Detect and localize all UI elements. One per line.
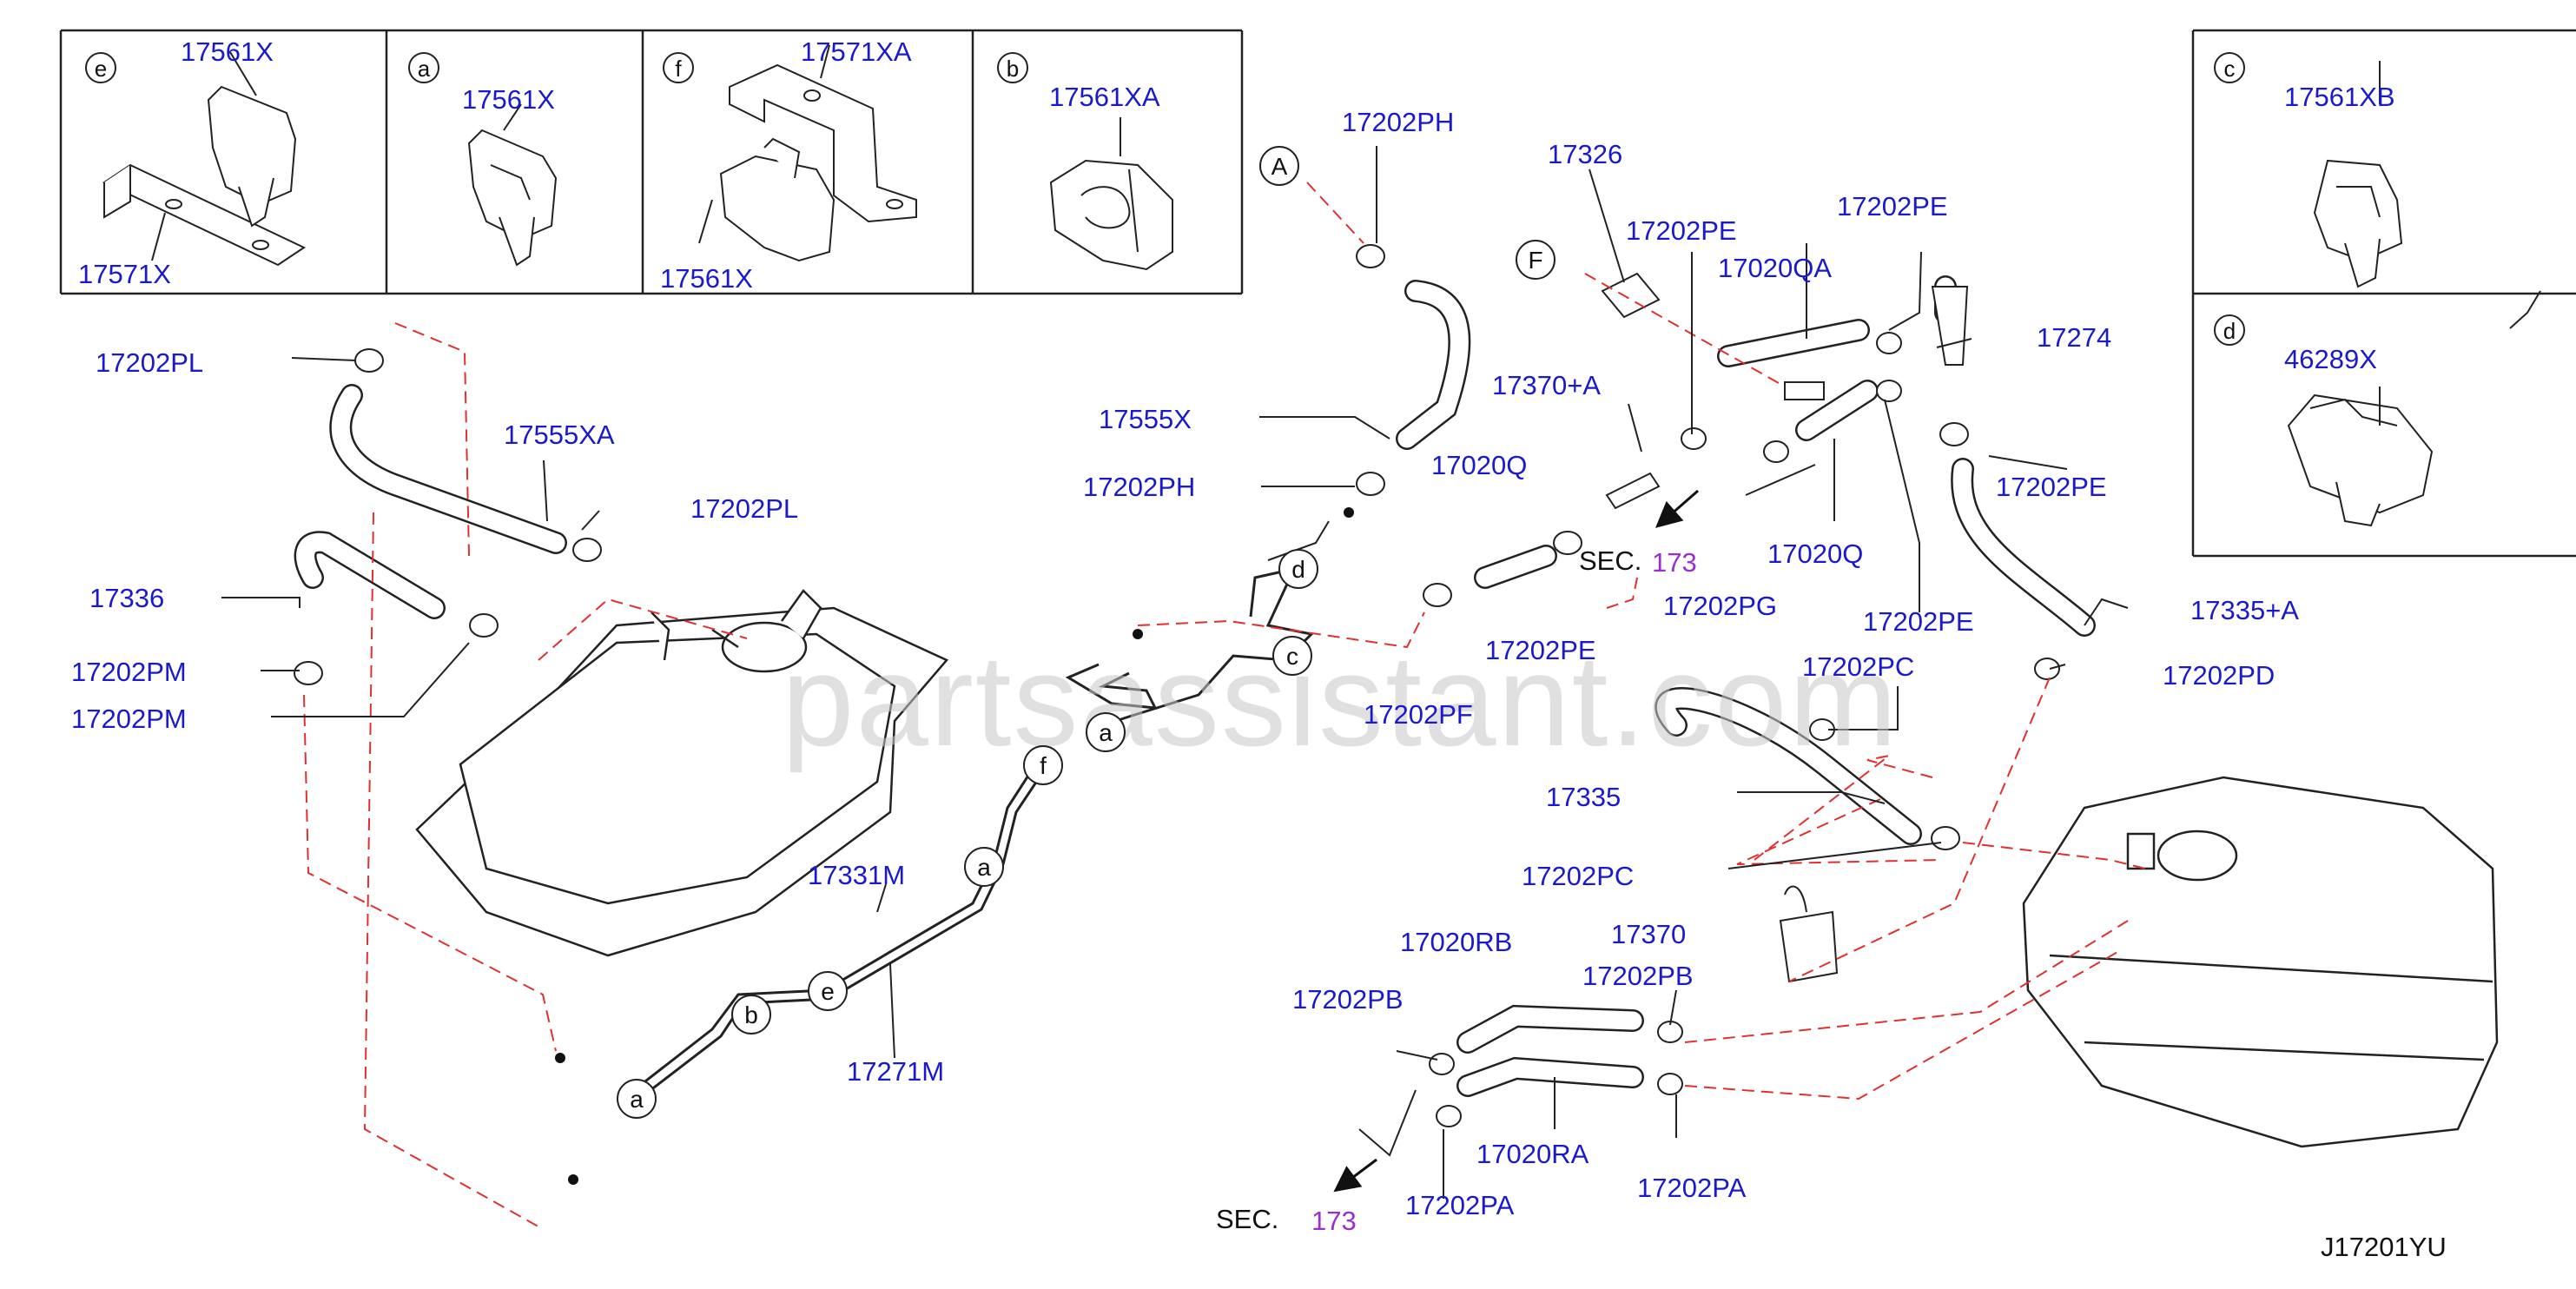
section-arrows bbox=[1333, 489, 1699, 1193]
legend-letter-f: f bbox=[663, 52, 694, 83]
part-label: 17274 bbox=[2037, 322, 2112, 353]
routing-letter: a bbox=[1086, 712, 1126, 752]
part-label: 17020RA bbox=[1476, 1139, 1589, 1169]
section-ref-link[interactable]: 173 bbox=[1311, 1206, 1357, 1236]
legend-letter-b: b bbox=[997, 52, 1028, 83]
legend-letter-c: c bbox=[2214, 52, 2245, 83]
part-label: 17202PD bbox=[2163, 660, 2275, 691]
routing-letter: f bbox=[1023, 745, 1063, 785]
diagram-id: J17201YU bbox=[2321, 1232, 2447, 1262]
junction-dots bbox=[555, 507, 1354, 1185]
leader-lines bbox=[151, 44, 2541, 1199]
legend-letter-e: e bbox=[85, 52, 116, 83]
clip-e-icon bbox=[102, 85, 307, 267]
part-label: 17326 bbox=[1548, 139, 1623, 169]
dashed-links bbox=[303, 182, 2146, 1230]
part-label: 17020RB bbox=[1400, 927, 1513, 957]
clip-a-icon bbox=[467, 129, 558, 267]
part-label: 17331M bbox=[808, 860, 906, 890]
legend-part-label: 17571X bbox=[78, 259, 171, 289]
routing-letter: a bbox=[964, 847, 1004, 887]
legend-part-label: 17561X bbox=[462, 84, 555, 115]
part-label: 17202PB bbox=[1582, 961, 1694, 991]
part-label: 17020Q bbox=[1431, 450, 1528, 480]
hoses-inner bbox=[296, 277, 2094, 1095]
ref-marker-f: F bbox=[1516, 240, 1556, 280]
part-label: 17202PB bbox=[1292, 984, 1404, 1015]
ref-marker-a: A bbox=[1259, 146, 1299, 186]
part-label: 17335+A bbox=[2190, 595, 2299, 625]
part-label: 17202PC bbox=[1802, 651, 1915, 682]
part-label: 17202PH bbox=[1342, 107, 1455, 137]
part-label: 17202PE bbox=[1837, 191, 1948, 221]
fuel-tank-right bbox=[2022, 776, 2499, 1148]
part-label: 17336 bbox=[89, 583, 165, 613]
part-label: 17202PF bbox=[1364, 699, 1473, 730]
part-label: 17020QA bbox=[1718, 253, 1832, 283]
routing-letter: e bbox=[808, 971, 848, 1011]
part-label: 17271M bbox=[847, 1056, 945, 1087]
part-label: 17202PM bbox=[71, 704, 187, 734]
legend-frame-left bbox=[59, 29, 1244, 295]
legend-frame-right bbox=[2191, 29, 2576, 558]
part-label: 17202PA bbox=[1637, 1173, 1747, 1203]
part-label: 17202PE bbox=[1863, 606, 1974, 637]
section-ref-link[interactable]: 173 bbox=[1652, 547, 1697, 578]
part-label: 17202PE bbox=[1996, 472, 2107, 502]
part-label: 17202PL bbox=[96, 347, 204, 378]
routing-letter: d bbox=[1278, 549, 1318, 589]
section-ref-prefix: SEC. bbox=[1216, 1204, 1279, 1234]
clip-c-icon bbox=[2313, 159, 2403, 288]
legend-part-label: 17561X bbox=[660, 263, 753, 294]
routing-letter: b bbox=[731, 995, 771, 1035]
part-label: 17202PH bbox=[1083, 472, 1196, 502]
legend-part-label: 46289X bbox=[2284, 344, 2377, 374]
part-label: 17020Q bbox=[1767, 539, 1864, 569]
components bbox=[1601, 272, 1969, 983]
part-label: 17370+A bbox=[1492, 370, 1601, 400]
fuel-tank-left bbox=[415, 589, 949, 957]
part-label: 17202PE bbox=[1485, 635, 1596, 665]
routing-letter: c bbox=[1272, 636, 1312, 676]
part-label: 17370 bbox=[1611, 919, 1687, 949]
section-ref-prefix: SEC. bbox=[1579, 545, 1642, 576]
legend-letter-d: d bbox=[2214, 314, 2245, 346]
clip-d-icon bbox=[2287, 393, 2434, 527]
legend-letter-a: a bbox=[408, 52, 439, 83]
part-label: 17202PC bbox=[1522, 861, 1635, 891]
part-label: 17555X bbox=[1099, 404, 1192, 434]
legend-part-label: 17571XA bbox=[801, 36, 912, 67]
clip-b-icon bbox=[1049, 159, 1173, 271]
routing-letter: a bbox=[617, 1079, 657, 1119]
part-label: 17202PA bbox=[1405, 1190, 1515, 1220]
clip-f-icon bbox=[719, 63, 917, 262]
part-label: 17335 bbox=[1546, 782, 1622, 812]
part-label: 17202PM bbox=[71, 657, 187, 687]
part-label: 17202PE bbox=[1626, 215, 1737, 246]
part-label: 17202PL bbox=[690, 493, 799, 524]
legend-part-label: 17561XB bbox=[2284, 82, 2395, 112]
part-label: 17555XA bbox=[504, 420, 615, 450]
legend-part-label: 17561XA bbox=[1049, 82, 1160, 112]
part-label: 17202PG bbox=[1663, 591, 1777, 621]
legend-part-label: 17561X bbox=[181, 36, 274, 67]
watermark: partsassistant.com bbox=[782, 627, 1899, 773]
